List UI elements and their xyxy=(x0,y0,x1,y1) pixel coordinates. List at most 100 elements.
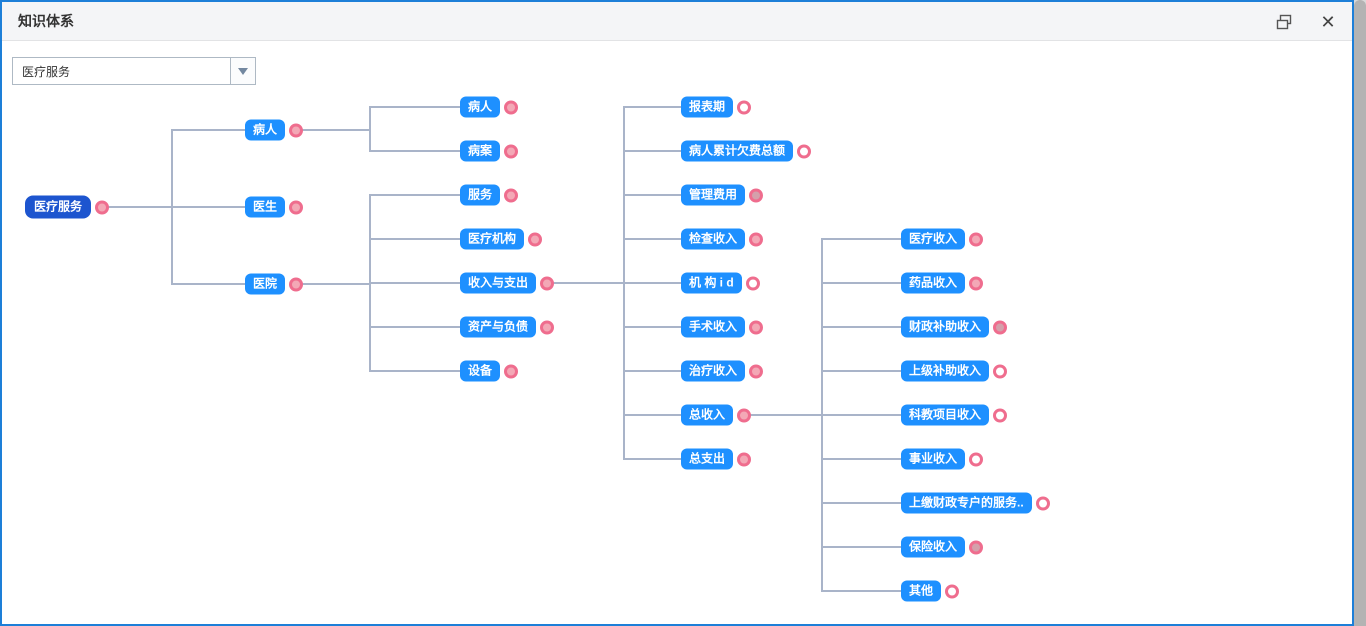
node-status-dot[interactable] xyxy=(95,200,110,214)
node-label[interactable]: 医疗收入 xyxy=(901,228,966,250)
tree-node[interactable]: 上级补助收入 xyxy=(901,360,1008,382)
node-label[interactable]: 治疗收入 xyxy=(681,360,746,382)
node-status-dot[interactable] xyxy=(993,320,1008,334)
node-status-dot[interactable] xyxy=(737,100,752,114)
tree-node[interactable]: 治疗收入 xyxy=(681,360,764,382)
tree-node[interactable]: 收入与支出 xyxy=(460,272,555,294)
node-status-dot[interactable] xyxy=(289,123,304,137)
category-select[interactable]: 医疗服务 xyxy=(12,57,231,85)
node-status-dot[interactable] xyxy=(1035,496,1050,510)
node-status-dot[interactable] xyxy=(749,232,764,246)
tree-node[interactable]: 其他 xyxy=(901,580,960,602)
node-status-dot[interactable] xyxy=(540,320,555,334)
node-label[interactable]: 病人 xyxy=(245,119,286,141)
node-label[interactable]: 事业收入 xyxy=(901,448,966,470)
node-status-dot[interactable] xyxy=(289,200,304,214)
node-status-dot[interactable] xyxy=(289,277,304,291)
node-label[interactable]: 机 构 i d xyxy=(681,272,742,294)
tree-node[interactable]: 病人 xyxy=(245,119,304,141)
category-select-value: 医疗服务 xyxy=(22,64,71,79)
connector-line xyxy=(624,326,681,328)
tree-node[interactable]: 医生 xyxy=(245,196,304,218)
node-status-dot[interactable] xyxy=(504,144,519,158)
tree-node[interactable]: 资产与负债 xyxy=(460,316,555,338)
node-label[interactable]: 总收入 xyxy=(681,404,734,426)
node-label[interactable]: 财政补助收入 xyxy=(901,316,990,338)
tree-node[interactable]: 病人累计欠费总额 xyxy=(681,140,812,162)
node-label[interactable]: 医生 xyxy=(245,196,286,218)
tree-node[interactable]: 管理费用 xyxy=(681,184,764,206)
node-label[interactable]: 收入与支出 xyxy=(460,272,537,294)
node-label[interactable]: 检查收入 xyxy=(681,228,746,250)
page-scrollbar[interactable] xyxy=(1354,0,1366,626)
node-label[interactable]: 医疗机构 xyxy=(460,228,525,250)
tree-node[interactable]: 机 构 i d xyxy=(681,272,760,294)
tree-node[interactable]: 上缴财政专户的服务.. xyxy=(901,492,1050,514)
tree-node[interactable]: 病案 xyxy=(460,140,519,162)
node-label[interactable]: 医院 xyxy=(245,273,286,295)
tree-node[interactable]: 医院 xyxy=(245,273,304,295)
node-status-dot[interactable] xyxy=(745,276,760,290)
node-label[interactable]: 设备 xyxy=(460,360,501,382)
tree-node[interactable]: 事业收入 xyxy=(901,448,984,470)
close-icon[interactable]: ✕ xyxy=(1320,11,1336,32)
node-status-dot[interactable] xyxy=(737,452,752,466)
tree-node[interactable]: 保险收入 xyxy=(901,536,984,558)
node-label[interactable]: 上缴财政专户的服务.. xyxy=(901,492,1032,514)
tree-node[interactable]: 病人 xyxy=(460,96,519,118)
tree-node[interactable]: 设备 xyxy=(460,360,519,382)
tree-node[interactable]: 总支出 xyxy=(681,448,752,470)
connector-line xyxy=(172,283,245,285)
tree-node[interactable]: 检查收入 xyxy=(681,228,764,250)
node-status-dot[interactable] xyxy=(504,188,519,202)
node-label[interactable]: 医疗服务 xyxy=(25,195,92,219)
node-label[interactable]: 病案 xyxy=(460,140,501,162)
node-status-dot[interactable] xyxy=(749,320,764,334)
node-status-dot[interactable] xyxy=(797,144,812,158)
node-label[interactable]: 上级补助收入 xyxy=(901,360,990,382)
node-status-dot[interactable] xyxy=(969,540,984,554)
node-status-dot[interactable] xyxy=(737,408,752,422)
restore-window-icon[interactable] xyxy=(1274,12,1294,32)
tree-node[interactable]: 服务 xyxy=(460,184,519,206)
tree-node-root[interactable]: 医疗服务 xyxy=(25,195,110,219)
connector-line xyxy=(370,150,460,152)
node-label[interactable]: 报表期 xyxy=(681,96,734,118)
connector-line xyxy=(822,458,901,460)
tree-node[interactable]: 医疗机构 xyxy=(460,228,543,250)
tree-node[interactable]: 科教项目收入 xyxy=(901,404,1008,426)
connector-line xyxy=(369,106,371,152)
node-status-dot[interactable] xyxy=(749,188,764,202)
node-label[interactable]: 科教项目收入 xyxy=(901,404,990,426)
tree-node[interactable]: 财政补助收入 xyxy=(901,316,1008,338)
node-status-dot[interactable] xyxy=(969,276,984,290)
node-label[interactable]: 病人 xyxy=(460,96,501,118)
tree-node[interactable]: 医疗收入 xyxy=(901,228,984,250)
node-status-dot[interactable] xyxy=(504,364,519,378)
node-label[interactable]: 保险收入 xyxy=(901,536,966,558)
node-label[interactable]: 病人累计欠费总额 xyxy=(681,140,794,162)
node-status-dot[interactable] xyxy=(528,232,543,246)
tree-node[interactable]: 药品收入 xyxy=(901,272,984,294)
node-status-dot[interactable] xyxy=(945,584,960,598)
node-status-dot[interactable] xyxy=(749,364,764,378)
node-label[interactable]: 服务 xyxy=(460,184,501,206)
page-scrollbar-thumb[interactable] xyxy=(1354,0,1366,626)
node-label[interactable]: 资产与负债 xyxy=(460,316,537,338)
node-status-dot[interactable] xyxy=(993,408,1008,422)
node-label[interactable]: 总支出 xyxy=(681,448,734,470)
node-label[interactable]: 药品收入 xyxy=(901,272,966,294)
tree-node[interactable]: 报表期 xyxy=(681,96,752,118)
window-controls: ✕ xyxy=(1274,2,1338,41)
tree-node[interactable]: 手术收入 xyxy=(681,316,764,338)
tree-node[interactable]: 总收入 xyxy=(681,404,752,426)
node-status-dot[interactable] xyxy=(504,100,519,114)
node-status-dot[interactable] xyxy=(969,452,984,466)
node-status-dot[interactable] xyxy=(993,364,1008,378)
node-status-dot[interactable] xyxy=(969,232,984,246)
node-label[interactable]: 手术收入 xyxy=(681,316,746,338)
category-select-dropdown-button[interactable] xyxy=(230,57,256,85)
node-label[interactable]: 管理费用 xyxy=(681,184,746,206)
node-status-dot[interactable] xyxy=(540,276,555,290)
node-label[interactable]: 其他 xyxy=(901,580,942,602)
